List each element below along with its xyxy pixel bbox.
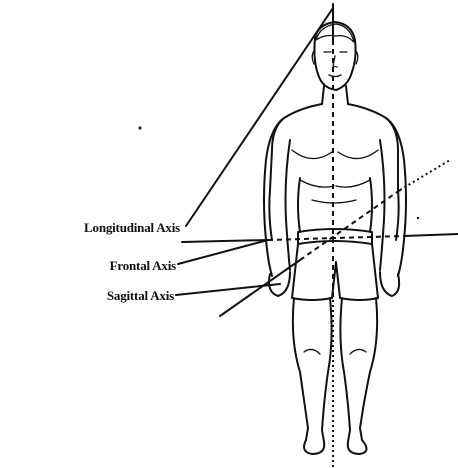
- scan-dot: [139, 127, 142, 130]
- right-hand: [380, 272, 399, 296]
- frontal-axis-left: [182, 240, 268, 242]
- sagittal-axis-upper: [400, 160, 450, 190]
- right-foot: [348, 430, 367, 454]
- knees: [304, 349, 366, 354]
- waist: [298, 178, 372, 232]
- right-leg: [340, 298, 377, 440]
- frontal-pointer: [178, 240, 268, 264]
- sagittal-pointer: [176, 284, 280, 295]
- mouth: [329, 75, 341, 77]
- neck: [322, 86, 348, 104]
- longitudinal-pointer: [186, 8, 333, 226]
- chest-muscles: [292, 150, 378, 159]
- scan-dot: [417, 217, 419, 219]
- right-arm: [380, 118, 406, 276]
- left-arm: [264, 118, 290, 276]
- shorts: [292, 244, 378, 300]
- axis-labels: Longitudinal Axis Frontal Axis Sagittal …: [84, 220, 180, 303]
- frontal-axis-right: [404, 234, 458, 236]
- frontal-axis-label: Frontal Axis: [110, 258, 176, 273]
- abdomen: [300, 180, 370, 203]
- left-leg: [293, 298, 332, 440]
- longitudinal-axis-label: Longitudinal Axis: [84, 220, 180, 235]
- sagittal-axis-label: Sagittal Axis: [107, 288, 174, 303]
